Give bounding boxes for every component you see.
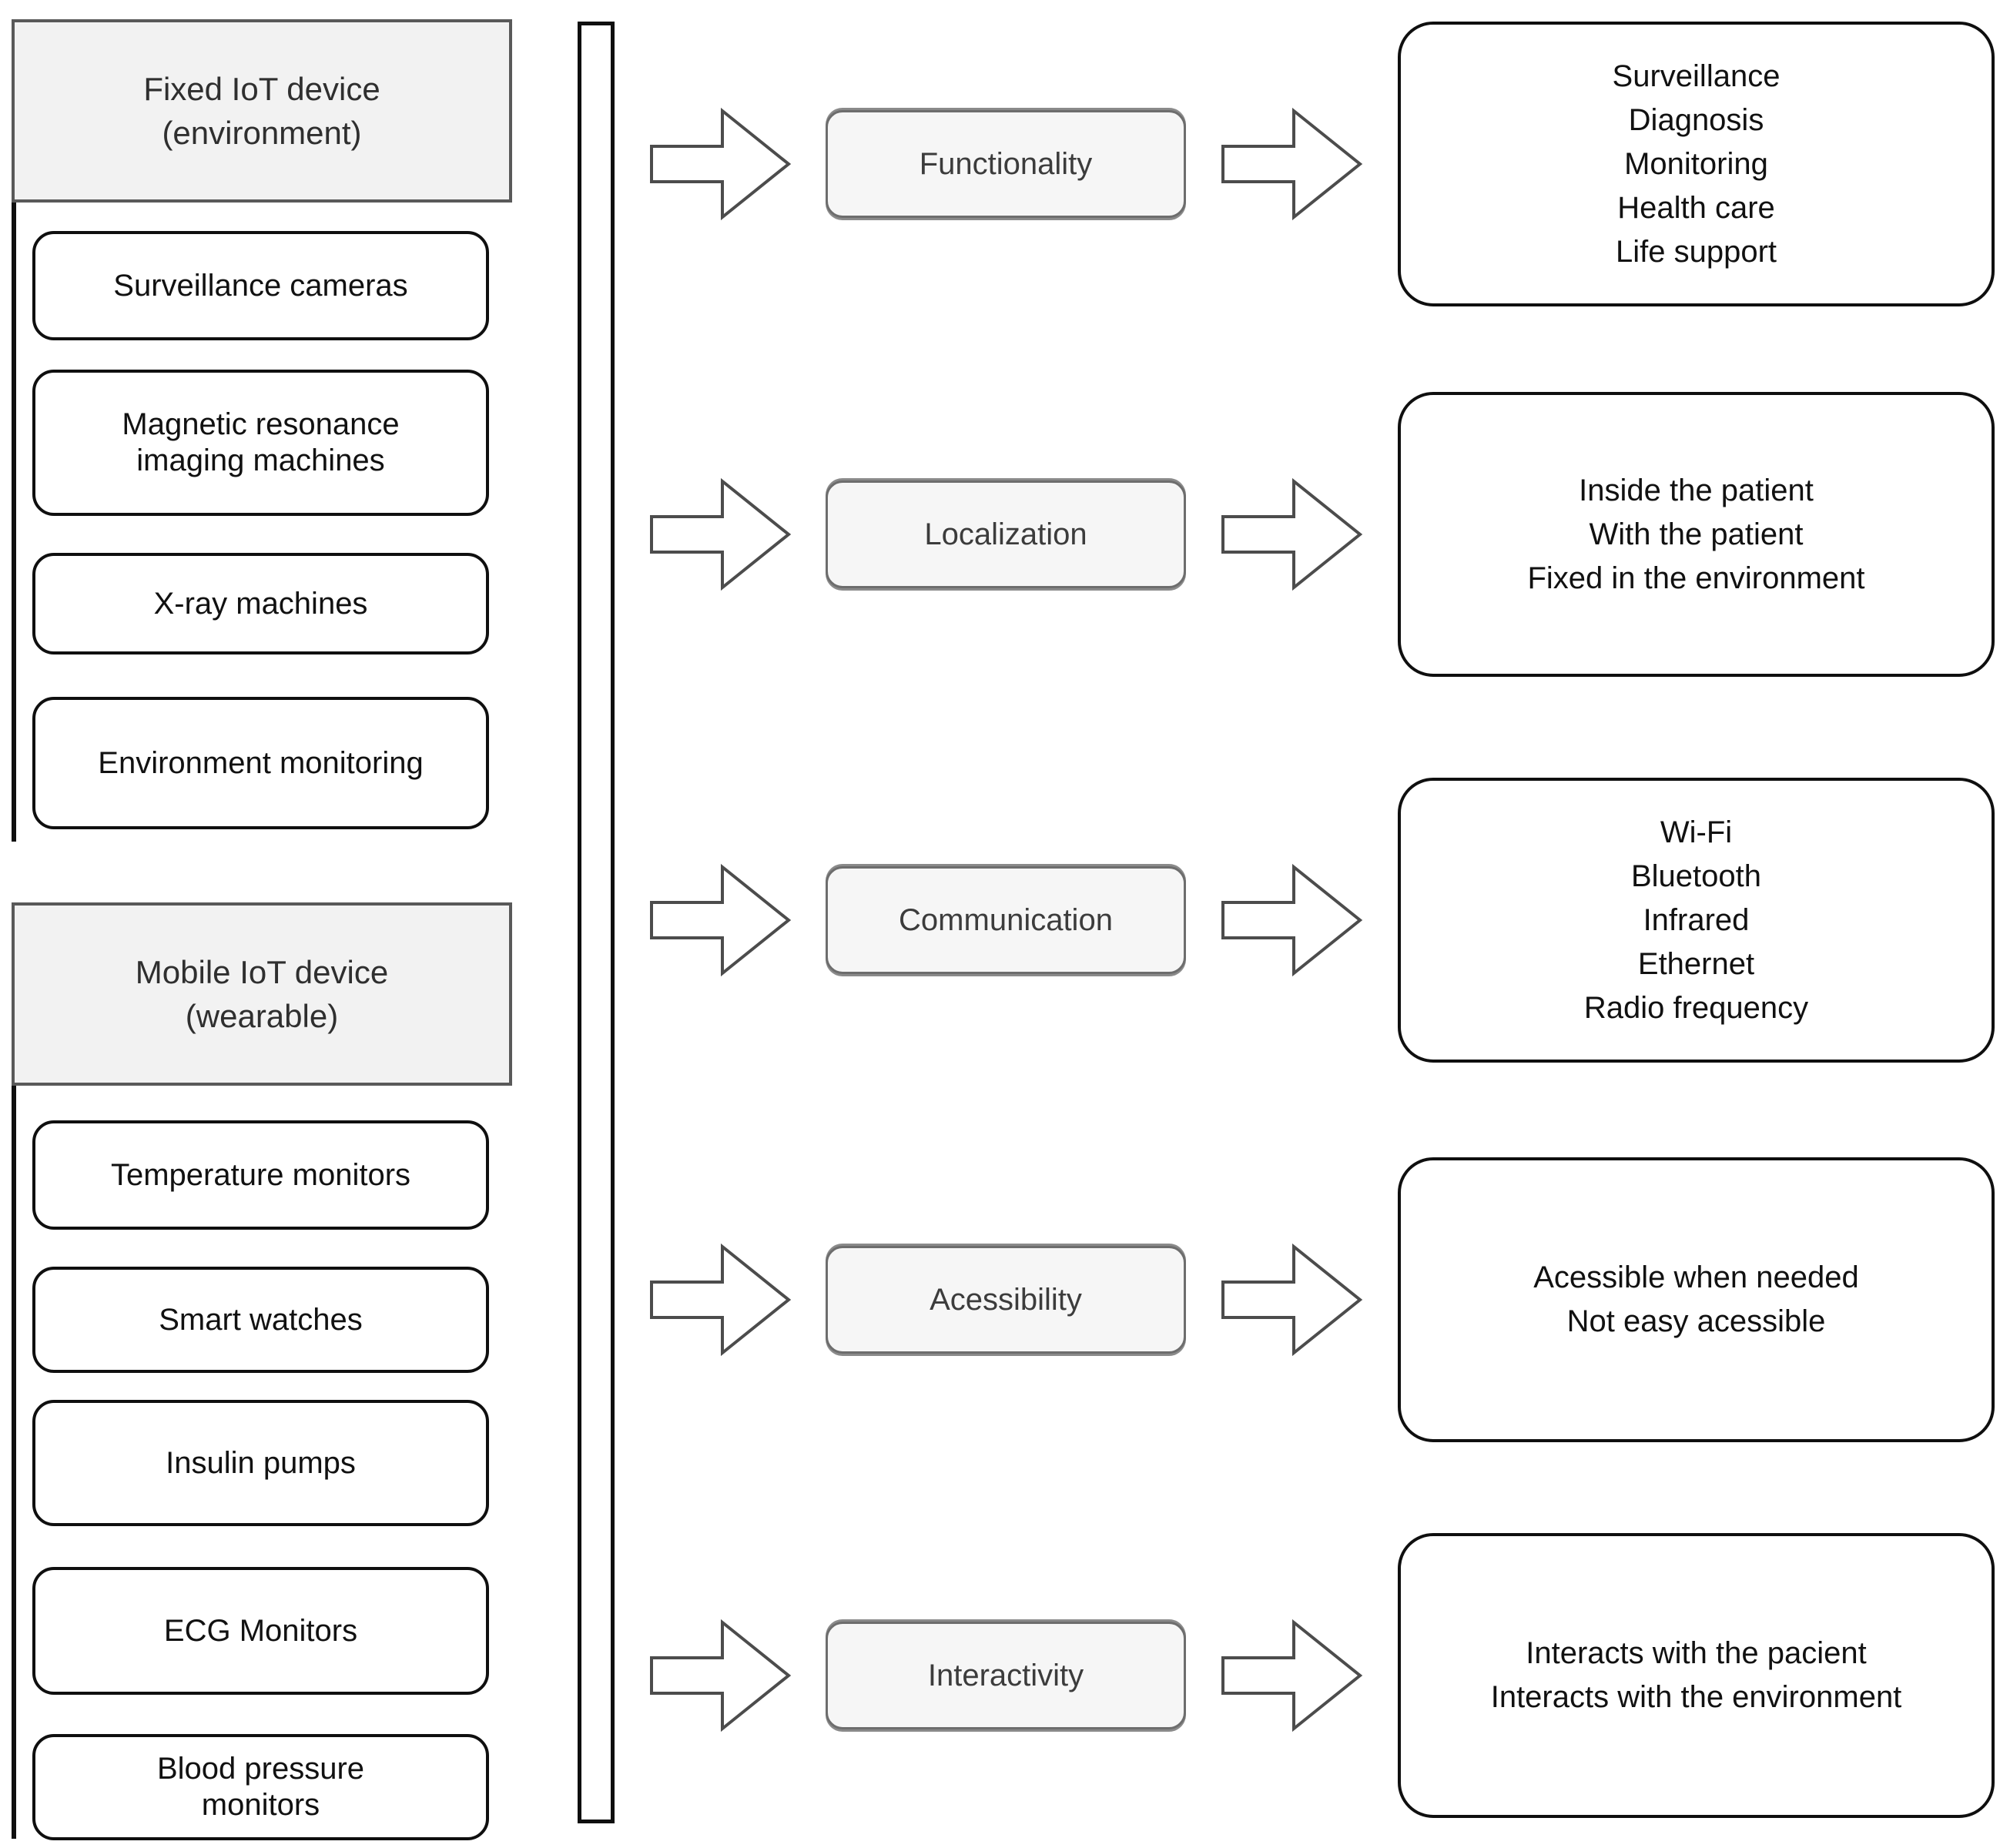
category-label: Functionality [919, 146, 1093, 181]
device-label: Environment monitoring [98, 745, 424, 780]
flow-arrow-icon [650, 477, 792, 591]
outcome-line: Life support [1615, 234, 1777, 269]
flow-arrow-icon [1221, 477, 1363, 591]
device-label: Blood pressure monitors [156, 1752, 365, 1822]
outcome-line: Radio frequency [1583, 990, 1809, 1025]
outcome-box-interactivity: Interacts with the pacient Interacts wit… [1398, 1533, 1995, 1818]
flow-arrow-icon [1221, 863, 1363, 977]
flow-arrow-icon [650, 107, 792, 221]
device-label: Magnetic resonance imaging machines [122, 407, 400, 477]
fixed-group-header: Fixed IoT device (environment) [12, 19, 512, 203]
device-label: Insulin pumps [166, 1445, 356, 1480]
outcome-line: Fixed in the environment [1527, 561, 1865, 595]
outcome-line: Wi-Fi [1660, 815, 1733, 849]
fixed-group-title-line2: (environment) [162, 115, 362, 151]
device-box-temperature-monitors: Temperature monitors [32, 1120, 489, 1230]
outcome-box-communication: Wi-Fi Bluetooth Infrared Ethernet Radio … [1398, 778, 1995, 1063]
category-label: Interactivity [927, 1658, 1084, 1692]
mobile-group-title-line2: (wearable) [185, 998, 339, 1034]
outcome-line: Health care [1617, 190, 1775, 225]
outcome-line: Surveillance [1612, 59, 1781, 93]
outcome-line: Monitoring [1624, 146, 1768, 181]
fixed-group-bracket-line [12, 203, 16, 842]
device-box-xray-machines: X-ray machines [32, 553, 489, 654]
device-box-smart-watches: Smart watches [32, 1267, 489, 1373]
outcome-line: Inside the patient [1579, 473, 1814, 507]
device-label: Surveillance cameras [113, 268, 408, 303]
category-box-communication: Communication [826, 866, 1186, 974]
category-box-functionality: Functionality [826, 110, 1186, 218]
category-box-acessibility: Acessibility [826, 1246, 1186, 1354]
device-box-environment-monitoring: Environment monitoring [32, 697, 489, 829]
device-box-ecg-monitors: ECG Monitors [32, 1567, 489, 1695]
device-label: Smart watches [159, 1302, 363, 1337]
category-box-interactivity: Interactivity [826, 1622, 1186, 1729]
outcome-line: Infrared [1643, 902, 1750, 937]
fixed-group-title-line1: Fixed IoT device [143, 71, 380, 107]
category-label: Communication [899, 902, 1113, 937]
device-label: ECG Monitors [163, 1613, 358, 1648]
outcome-line: With the patient [1589, 517, 1804, 551]
flow-arrow-icon [650, 1243, 792, 1357]
mobile-group-title-line1: Mobile IoT device [135, 954, 389, 990]
flow-arrow-icon [1221, 107, 1363, 221]
outcome-box-functionality: Surveillance Diagnosis Monitoring Health… [1398, 22, 1995, 306]
device-box-blood-pressure-monitors: Blood pressure monitors [32, 1734, 489, 1840]
category-label: Acessibility [930, 1282, 1082, 1317]
outcome-line: Not easy acessible [1566, 1304, 1826, 1338]
device-box-mri-machines: Magnetic resonance imaging machines [32, 370, 489, 516]
category-box-localization: Localization [826, 480, 1186, 588]
mobile-group-header: Mobile IoT device (wearable) [12, 902, 512, 1086]
outcome-line: Interacts with the environment [1490, 1680, 1902, 1714]
flow-arrow-icon [1221, 1243, 1363, 1357]
flow-arrow-icon [650, 863, 792, 977]
device-label: X-ray machines [153, 586, 368, 621]
device-label: Temperature monitors [110, 1157, 411, 1192]
outcome-line: Acessible when needed [1533, 1260, 1859, 1294]
outcome-box-localization: Inside the patient With the patient Fixe… [1398, 392, 1995, 677]
mobile-group-bracket-line [12, 1086, 16, 1839]
outcome-line: Interacts with the pacient [1526, 1636, 1867, 1670]
flow-arrow-icon [1221, 1619, 1363, 1732]
flow-arrow-icon [650, 1619, 792, 1732]
outcome-line: Bluetooth [1630, 859, 1762, 893]
outcome-line: Ethernet [1637, 946, 1755, 981]
device-box-insulin-pumps: Insulin pumps [32, 1400, 489, 1526]
device-box-surveillance-cameras: Surveillance cameras [32, 231, 489, 340]
divider-bar [578, 22, 615, 1823]
category-label: Localization [924, 517, 1087, 551]
outcome-box-acessibility: Acessible when needed Not easy acessible [1398, 1157, 1995, 1442]
outcome-line: Diagnosis [1628, 102, 1764, 137]
